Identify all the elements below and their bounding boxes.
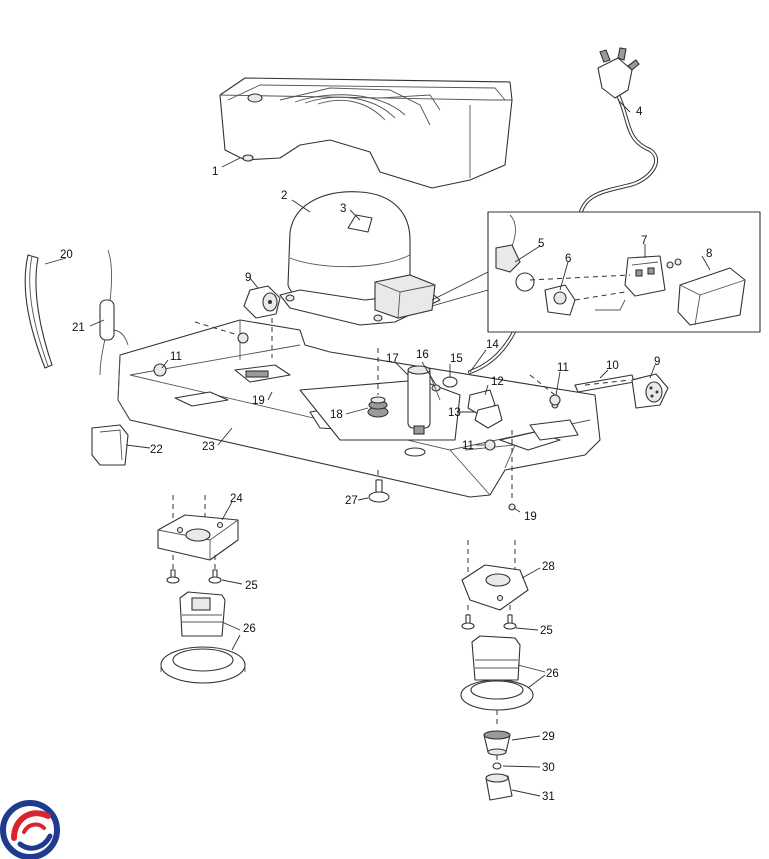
- screw-parts: [153, 332, 561, 451]
- label-22: 22: [150, 444, 163, 456]
- label-20: 20: [60, 249, 73, 261]
- label-26-left: 26: [243, 623, 256, 635]
- label-11-bottom: 11: [462, 440, 474, 452]
- label-9-left: 9: [245, 272, 251, 284]
- label-25-left: 25: [245, 580, 258, 592]
- base-plate-part: [117, 319, 601, 498]
- label-25-right: 25: [540, 625, 553, 637]
- label-15: 15: [450, 353, 463, 365]
- part-number-labels: 1 2 3 4 5 6 7 8 9 9 10 11 11 11 12 13 14…: [60, 106, 712, 803]
- label-18: 18: [330, 409, 343, 421]
- label-2: 2: [281, 190, 287, 202]
- label-19-bottom: 19: [524, 511, 537, 523]
- clip-22-part: [91, 424, 129, 466]
- label-31: 31: [542, 791, 555, 803]
- foot-part: [368, 479, 390, 503]
- label-4: 4: [636, 106, 643, 118]
- label-24: 24: [230, 493, 243, 505]
- connector-part: [429, 374, 458, 401]
- grommet-right-part: [631, 373, 669, 409]
- label-29: 29: [542, 731, 555, 743]
- label-14: 14: [486, 339, 499, 351]
- label-3: 3: [340, 203, 346, 215]
- rod-part: [574, 374, 635, 393]
- swirl-logo-icon: [0, 800, 60, 859]
- right-foot-assembly: [460, 540, 534, 801]
- water-tray-part: [219, 77, 513, 189]
- label-11-right: 11: [557, 362, 569, 374]
- label-30: 30: [542, 762, 555, 774]
- label-12: 12: [491, 376, 504, 388]
- label-27: 27: [345, 495, 358, 507]
- electrical-detail-inset: [431, 211, 761, 333]
- label-26-right: 26: [546, 668, 559, 680]
- label-19-top: 19: [252, 395, 265, 407]
- label-23: 23: [202, 441, 215, 453]
- grommet-left-part: [243, 285, 281, 319]
- filter-drier-part: [407, 365, 431, 435]
- rubber-bush-part: [367, 396, 389, 418]
- label-16: 16: [416, 349, 429, 361]
- terminal-cover-part: [374, 274, 436, 319]
- label-11-left: 11: [170, 351, 182, 363]
- label-7: 7: [641, 235, 647, 247]
- label-17: 17: [386, 353, 399, 365]
- label-5: 5: [538, 238, 544, 250]
- label-21: 21: [72, 322, 85, 334]
- screw-19-part: [508, 503, 516, 511]
- label-13: 13: [448, 407, 461, 419]
- label-6: 6: [565, 253, 571, 265]
- gasket-strip-part: [24, 254, 53, 369]
- power-cord-part: [468, 47, 659, 374]
- label-9-right: 9: [654, 356, 660, 368]
- leader-lines: [44, 99, 711, 797]
- sensor-part: [99, 249, 129, 376]
- clip-part: [467, 389, 503, 429]
- label-8: 8: [706, 248, 712, 260]
- label-10: 10: [606, 360, 619, 372]
- left-foot-assembly: [157, 495, 246, 684]
- label-28: 28: [542, 561, 555, 573]
- label-1: 1: [212, 166, 218, 178]
